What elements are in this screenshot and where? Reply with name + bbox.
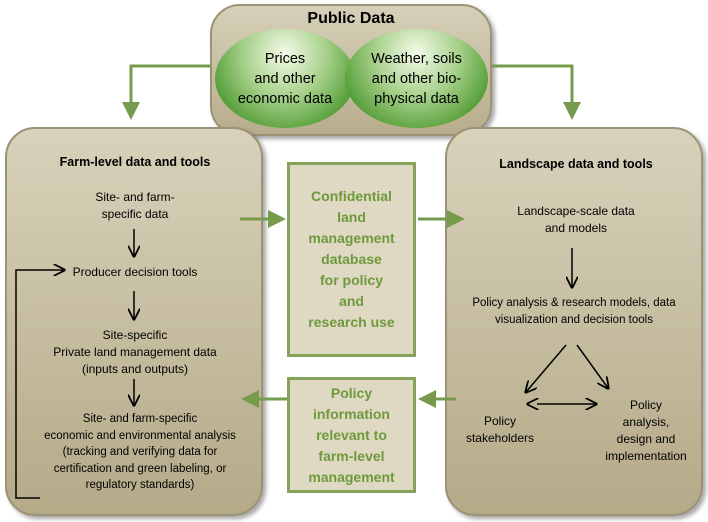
weather-line: physical data [374, 90, 459, 107]
site-farm-data: Site- and farm- specific data [95, 190, 175, 221]
prices-line: economic data [237, 90, 333, 107]
prices-line: and other [254, 70, 316, 87]
public-data-title: Public Data [307, 10, 395, 27]
policy-analysis-models: Policy analysis & research models, data … [472, 297, 676, 326]
to-implementation-arrow [576, 344, 608, 388]
public-to-farm-arrow [122, 64, 210, 120]
weather-line: Weather, soils [371, 50, 462, 67]
farm-level-panel [5, 127, 263, 516]
policy-information-box: Policy information relevant to farm-leve… [287, 377, 416, 493]
producer-decision-tools: Producer decision tools [72, 265, 198, 279]
private-land-data: Site-specific Private land management da… [53, 328, 217, 376]
policy-implementation: Policy analysis, design and implementati… [605, 398, 687, 463]
landscape-title: Landscape data and tools [499, 157, 653, 171]
landscape-panel [445, 127, 703, 516]
feedback-loop-arrow [15, 270, 64, 499]
public-to-landscape-arrow [492, 64, 581, 120]
prices-ellipse: Prices and other economic data [215, 29, 355, 128]
landscape-scale-data: Landscape-scale data and models [517, 204, 635, 235]
to-stakeholders-arrow [526, 344, 567, 392]
farm-analysis: Site- and farm-specific economic and env… [44, 413, 236, 491]
confidential-database-box: Confidential land management database fo… [287, 162, 416, 357]
weather-ellipse: Weather, soils and other bio- physical d… [345, 29, 488, 128]
prices-line: Prices [264, 50, 306, 67]
policy-stakeholders: Policy stakeholders [465, 414, 535, 445]
weather-line: and other bio- [371, 70, 462, 87]
farm-title: Farm-level data and tools [59, 155, 211, 169]
